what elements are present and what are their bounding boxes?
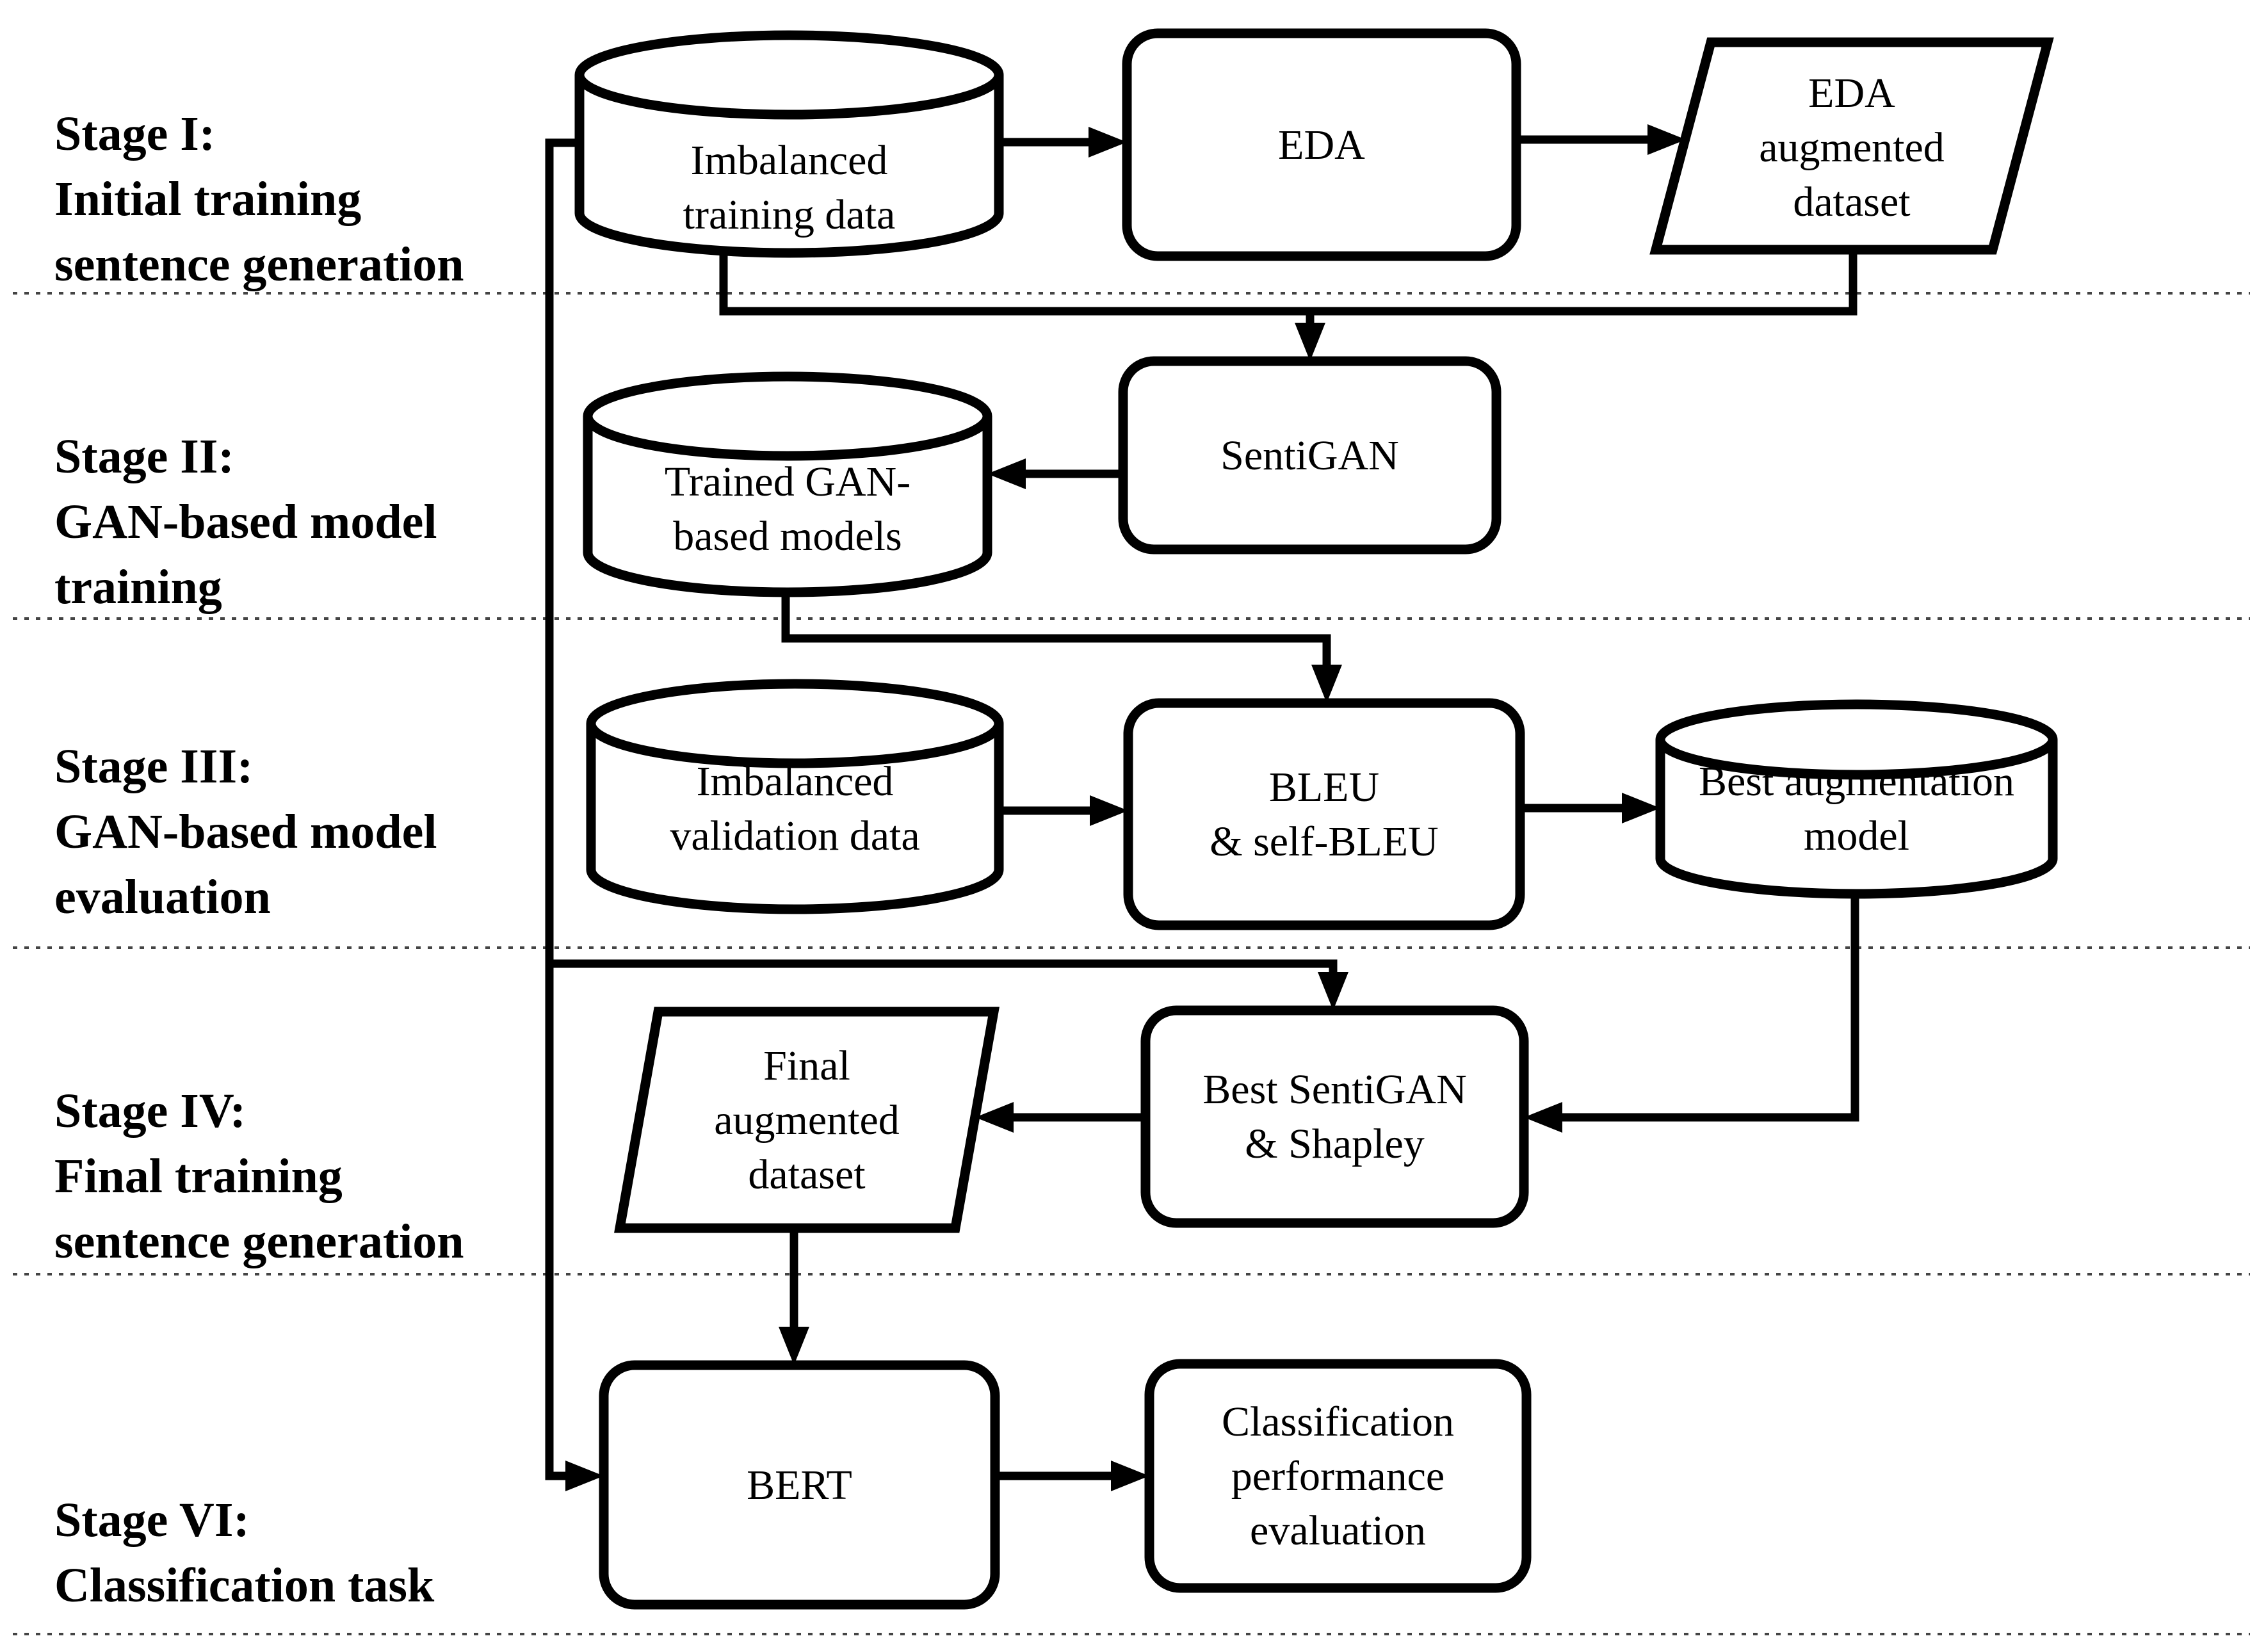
- node-label-line: Imbalanced: [696, 757, 894, 805]
- node-label-line: augmented: [1759, 124, 1945, 171]
- stage-label-line: Stage III:: [54, 740, 254, 793]
- node-best-augmentation-model-label: Best augmentation model: [1660, 743, 2053, 874]
- node-best-sentigan-shapley-label: Best SentiGAN & Shapley: [1145, 1010, 1524, 1223]
- node-bleu-self-bleu-label: BLEU & self-BLEU: [1128, 703, 1520, 925]
- node-best-sentigan-shapley-shape: [1140, 1005, 1529, 1228]
- stage-divider-lines: [13, 292, 2250, 1635]
- node-label-line: Imbalanced: [690, 136, 888, 184]
- stage-label-line: Stage VI:: [54, 1493, 250, 1547]
- node-label-line: BERT: [747, 1461, 852, 1509]
- node-imbalanced-training-data-shape: [574, 30, 1004, 258]
- stage-label-6: Stage VI: Classification task: [54, 1487, 727, 1618]
- connector-trained-models-to-bleu: [781, 590, 1342, 703]
- node-label-line: Best augmentation: [1698, 757, 2015, 805]
- node-bleu-self-bleu-shape: [1123, 698, 1525, 930]
- stage-label-4: Stage IV: Final training sentence genera…: [54, 1078, 727, 1274]
- node-final-augmented-dataset-label: Final augmented dataset: [620, 1012, 994, 1228]
- node-label-line: Classification: [1222, 1398, 1454, 1445]
- node-label-line: Final: [763, 1042, 850, 1089]
- node-eda-label: EDA: [1127, 33, 1516, 256]
- node-classification-eval-shape: [1144, 1359, 1532, 1593]
- node-label-line: dataset: [1793, 178, 1911, 225]
- node-label-line: EDA: [1278, 121, 1365, 168]
- stage-label-line: GAN-based model: [54, 805, 437, 859]
- node-label-line: EDA: [1808, 69, 1895, 117]
- stage-label-line: Stage IV:: [54, 1084, 247, 1138]
- node-label-line: performance: [1231, 1452, 1445, 1500]
- node-trained-gan-models-label: Trained GAN- based models: [588, 442, 987, 576]
- stage-label-line: Stage II:: [54, 430, 234, 483]
- connector-training-data-to-bert: [545, 138, 604, 1491]
- node-eda-augmented-dataset-label: EDA augmented dataset: [1656, 51, 2048, 243]
- stage-label-2: Stage II: GAN-based model training: [54, 424, 727, 620]
- stage-label-line: Classification task: [54, 1559, 435, 1612]
- stage-label-line: sentence generation: [54, 238, 464, 291]
- node-label-line: Trained GAN-: [664, 458, 911, 505]
- node-label-line: augmented: [714, 1096, 900, 1144]
- node-label-line: BLEU: [1268, 763, 1380, 811]
- node-best-augmentation-model-shape: [1655, 699, 2058, 899]
- node-label-line: SentiGAN: [1220, 432, 1399, 479]
- connector-best-model-to-best-sentigan: [1524, 893, 1859, 1133]
- node-label-line: evaluation: [1250, 1507, 1426, 1554]
- node-label-line: & self-BLEU: [1210, 818, 1439, 865]
- node-label-line: Best SentiGAN: [1202, 1066, 1467, 1113]
- stage-label-line: Initial training: [54, 172, 362, 226]
- connector-stage1-collector-line: [719, 250, 1857, 316]
- node-eda-augmented-dataset-shape: [1649, 37, 2054, 255]
- stage-label-line: Stage I:: [54, 107, 216, 161]
- node-label-line: & Shapley: [1245, 1121, 1425, 1167]
- stage-label-line: GAN-based model: [54, 495, 437, 549]
- node-sentigan-shape: [1118, 356, 1501, 555]
- node-imbalanced-validation-data-label: Imbalanced validation data: [591, 743, 999, 874]
- node-bert-label: BERT: [604, 1365, 995, 1605]
- node-label-line: dataset: [748, 1151, 866, 1198]
- stage-label-line: training: [54, 560, 222, 614]
- node-label-line: validation data: [670, 812, 920, 859]
- stage-label-line: Final training: [54, 1149, 343, 1203]
- node-final-augmented-dataset-shape: [614, 1007, 1000, 1233]
- stage-label-line: evaluation: [54, 870, 271, 924]
- node-sentigan-label: SentiGAN: [1123, 361, 1496, 549]
- node-bert-shape: [599, 1360, 1000, 1610]
- stage-label-line: sentence generation: [54, 1215, 464, 1268]
- connector-training-data-to-best-sentigan: [549, 959, 1348, 1010]
- node-eda-shape: [1122, 28, 1521, 261]
- node-imbalanced-training-data-label: Imbalanced training data: [579, 118, 999, 256]
- stage-label-1: Stage I: Initial training sentence gener…: [54, 101, 727, 297]
- node-imbalanced-validation-data-shape: [586, 679, 1004, 914]
- stage-label-3: Stage III: GAN-based model evaluation: [54, 734, 727, 930]
- node-trained-gan-models-shape: [583, 371, 992, 597]
- node-classification-eval-label: Classification performance evaluation: [1149, 1364, 1526, 1588]
- node-label-line: based models: [673, 513, 902, 560]
- node-label-line: model: [1804, 812, 1909, 859]
- node-label-line: training data: [683, 191, 896, 238]
